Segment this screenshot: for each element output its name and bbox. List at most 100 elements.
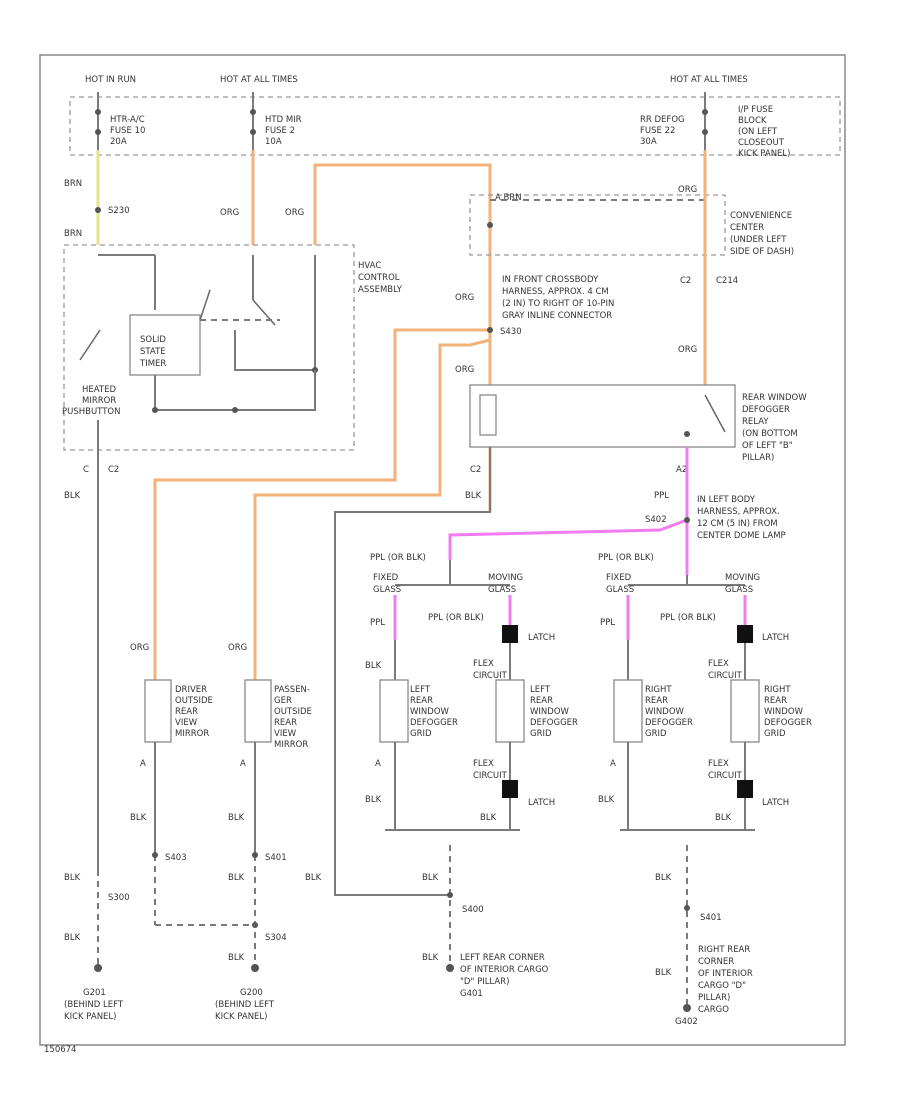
fuse-terminal <box>250 129 256 135</box>
ip-fuse-block-label-4: CLOSEOUT <box>738 138 785 148</box>
org-label-1: ORG <box>220 208 239 218</box>
g200-loc-1: (BEHIND LEFT <box>215 1000 275 1010</box>
g200-label: G200 <box>240 988 263 998</box>
brn-label-2: BRN <box>64 229 82 239</box>
conv-label-1: CONVENIENCE <box>730 211 792 221</box>
hvac-label-1: HVAC <box>358 261 381 271</box>
flex-right-top-2: CIRCUIT <box>708 671 743 681</box>
conv-label-3: (UNDER LEFT <box>730 235 787 245</box>
fixed-glass-right-1: FIXED <box>606 573 632 583</box>
left-body-label-4: CENTER DOME LAMP <box>697 531 786 541</box>
hot-at-all-times-label-2: HOT AT ALL TIMES <box>670 75 748 85</box>
right-grid-label-4: DEFOGGER <box>645 718 693 728</box>
s230-label: S230 <box>108 206 130 216</box>
hvac-control-assembly-box <box>63 244 355 451</box>
right-grid2-label-3: WINDOW <box>764 707 804 717</box>
s430-label: S430 <box>500 327 522 337</box>
right-fixed-grid-element <box>613 679 643 743</box>
s401-right-label: S401 <box>700 913 722 923</box>
hvac-label-3: ASSEMBLY <box>358 285 403 295</box>
g402-loc-5: PILLAR) <box>698 993 730 1003</box>
blk-label-1: BLK <box>64 491 81 501</box>
flex-left-top-2: CIRCUIT <box>473 671 508 681</box>
fuse-terminal <box>250 109 256 115</box>
flex-right-top-1: FLEX <box>708 659 729 669</box>
hvac-fuse-label-1: HTR-A/C <box>110 115 145 125</box>
hot-at-all-times-label-1: HOT AT ALL TIMES <box>220 75 298 85</box>
org-wire-driver-mirror <box>153 328 490 680</box>
splice-dot <box>152 407 158 413</box>
crossbody-label-3: (2 IN) TO RIGHT OF 10-PIN <box>502 299 614 309</box>
c2-label-2: C2 <box>680 276 691 286</box>
passenger-mirror-label-5: VIEW <box>274 729 297 739</box>
passenger-mirror-element <box>244 679 272 743</box>
s300-label: S300 <box>108 893 130 903</box>
g401-loc-3: "D" PILLAR) <box>460 977 509 987</box>
passenger-mirror-label-6: MIRROR <box>274 740 308 750</box>
flex-left-top-1: FLEX <box>473 659 494 669</box>
left-fixed-grid-element <box>379 679 409 743</box>
g201-ground <box>94 964 102 972</box>
rr-defog-fuse-label-1: RR DEFOG <box>640 115 685 125</box>
relay-label-3: RELAY <box>742 417 769 427</box>
org-wire-top <box>313 163 492 512</box>
ppl-or-blk-label-4: PPL (OR BLK) <box>660 613 716 623</box>
s401-right-dot <box>684 905 690 911</box>
right-grid-label-1: RIGHT <box>645 685 672 695</box>
org-label-5: ORG <box>678 185 697 195</box>
c214-label: C214 <box>716 276 738 286</box>
heated-mirror-label-2: MIRROR <box>82 396 116 406</box>
s401-dot <box>252 852 258 858</box>
blk-label-14: BLK <box>422 953 439 963</box>
relay-terminal <box>684 431 690 437</box>
htd-mir-fuse-label-2: FUSE 2 <box>265 126 295 136</box>
splice-dot <box>487 222 493 228</box>
hvac-internal-wire <box>154 370 316 411</box>
left-latch-top <box>502 625 518 643</box>
a-label-1: A <box>140 759 146 769</box>
c2-label-3: C2 <box>470 465 481 475</box>
driver-mirror-label-5: MIRROR <box>175 729 209 739</box>
left-body-label-1: IN LEFT BODY <box>697 495 756 505</box>
passenger-mirror-label-3: OUTSIDE <box>274 707 312 717</box>
org-wire-passenger-mirror <box>253 338 491 680</box>
c2-label: C2 <box>108 465 119 475</box>
g402-loc-6: CARGO <box>698 1005 729 1015</box>
hvac-fuse-label-2: FUSE 10 <box>110 126 145 136</box>
left-grid-label-3: WINDOW <box>410 707 450 717</box>
g201-loc-2: KICK PANEL) <box>64 1012 116 1022</box>
fuse-terminal <box>95 129 101 135</box>
g402-label: G402 <box>675 1017 698 1027</box>
g200-loc-2: KICK PANEL) <box>215 1012 267 1022</box>
org-label-2: ORG <box>285 208 304 218</box>
s403-dot <box>152 852 158 858</box>
timer-label-2: STATE <box>140 347 166 357</box>
conv-label-2: CENTER <box>730 223 764 233</box>
blk-label-18: BLK <box>655 968 672 978</box>
blk-label-3: BLK <box>64 933 81 943</box>
blk-label-7: BLK <box>228 953 245 963</box>
blk-label-15: BLK <box>598 795 615 805</box>
ppl-or-blk-label-2: PPL (OR BLK) <box>598 553 654 563</box>
latch-label-1: LATCH <box>528 633 555 643</box>
hvac-label-2: CONTROL <box>358 273 400 283</box>
ip-fuse-block-label-5: KICK PANEL) <box>738 149 790 159</box>
right-latch-bottom <box>737 780 753 798</box>
passenger-mirror-label-2: GER <box>274 696 292 706</box>
passenger-mirror-label-4: REAR <box>274 718 297 728</box>
right-grid2-label-5: GRID <box>764 729 786 739</box>
ip-fuse-block-label-3: (ON LEFT <box>738 127 778 137</box>
flex-right-bot-1: FLEX <box>708 759 729 769</box>
diagram-frame <box>39 54 846 1046</box>
org-label-4: ORG <box>228 643 247 653</box>
relay-label-5: OF LEFT "B" <box>742 441 793 451</box>
driver-mirror-label-2: OUTSIDE <box>175 696 213 706</box>
relay-ground-wire <box>334 447 491 896</box>
htd-mir-fuse-label-1: HTD MIR <box>265 115 302 125</box>
g401-label: G401 <box>460 989 483 999</box>
s304-label: S304 <box>265 933 287 943</box>
g401-loc-1: LEFT REAR CORNER <box>460 953 545 963</box>
s400-dot <box>447 892 453 898</box>
hvac-fuse-label-3: 20A <box>110 137 127 147</box>
a-label-2: A <box>240 759 246 769</box>
